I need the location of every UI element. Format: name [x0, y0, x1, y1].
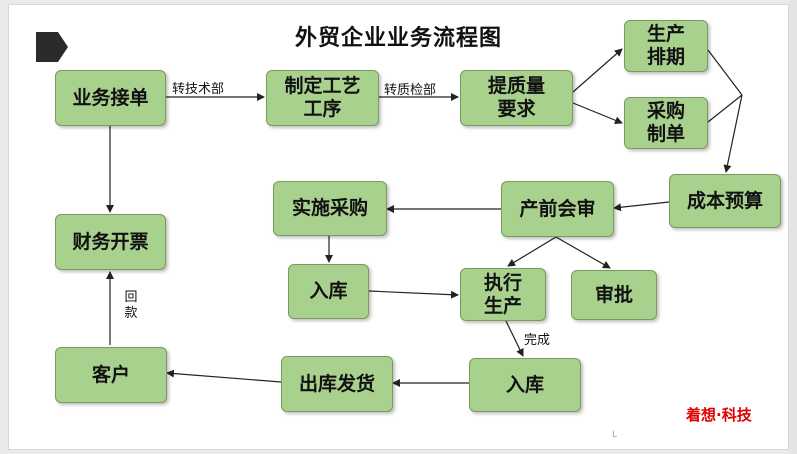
tiny-mark: L [612, 430, 618, 440]
edge-label-to-tech: 转技术部 [172, 82, 225, 97]
node-purchase-order[interactable]: 采购 制单 [624, 97, 708, 149]
arrow-quality-purchase [572, 102, 623, 125]
arrow-execute-warehouse2 [505, 320, 524, 357]
arrow-purchase-junction [707, 94, 743, 123]
node-invoice[interactable]: 财务开票 [55, 214, 166, 270]
arrow-schedule-junction [707, 49, 743, 96]
node-quality[interactable]: 提质量 要求 [460, 70, 573, 126]
node-shipping[interactable]: 出库发货 [281, 356, 393, 412]
arrow-preprod-approve [555, 236, 611, 269]
scrollbar[interactable] [789, 0, 797, 454]
node-preprod[interactable]: 产前会审 [501, 181, 614, 237]
node-budget[interactable]: 成本预算 [669, 174, 781, 228]
node-schedule[interactable]: 生产 排期 [624, 20, 708, 72]
arrow-warehouse-execute [368, 290, 459, 299]
edge-label-done: 完成 [524, 333, 551, 348]
node-execute[interactable]: 执行 生产 [460, 268, 546, 321]
node-warehouse-in-1[interactable]: 入库 [288, 264, 369, 319]
node-customer[interactable]: 客户 [55, 347, 167, 403]
pentagon-marker-icon [36, 32, 68, 62]
arrow-budget-preprod [613, 201, 670, 212]
edge-label-to-qc: 转质检部 [384, 83, 437, 98]
node-procure[interactable]: 实施采购 [273, 181, 387, 236]
node-process[interactable]: 制定工艺 工序 [266, 70, 379, 126]
node-order[interactable]: 业务接单 [55, 70, 166, 126]
arrow-shipping-customer [166, 369, 282, 383]
arrow-junction-budget [723, 94, 743, 173]
node-warehouse-in-2[interactable]: 入库 [469, 358, 581, 412]
node-approve[interactable]: 审批 [571, 270, 657, 320]
arrow-quality-schedule [572, 48, 623, 93]
brand-logo-text: 着想·科技 [686, 406, 752, 424]
diagram-title: 外贸企业业务流程图 [294, 26, 502, 51]
arrow-preprod-execute [507, 236, 557, 267]
edge-label-payment: 回 款 [124, 290, 138, 321]
